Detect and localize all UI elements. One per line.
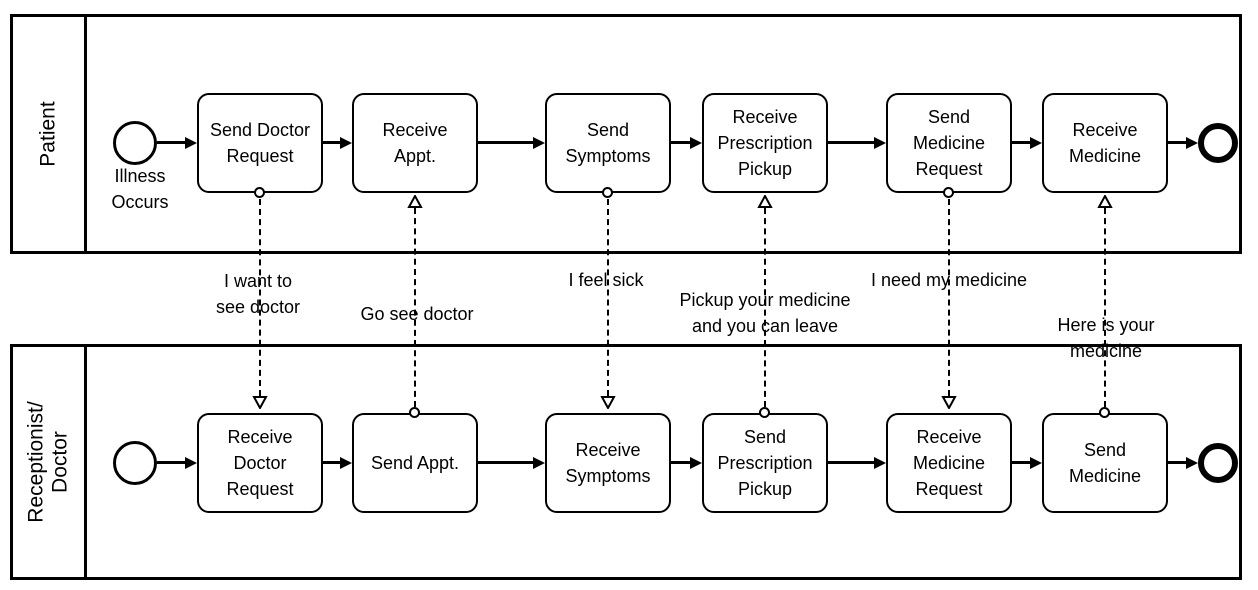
start-event-patient (113, 121, 157, 165)
message-flow-source-marker (409, 407, 420, 418)
task-receive-prescription-pickup: Receive Prescription Pickup (702, 93, 828, 193)
message-flow-label: Pickup your medicine and you can leave (679, 290, 851, 336)
start-event-receptionist-doctor (113, 441, 157, 485)
message-flow-line-need-medicine (948, 199, 950, 396)
message-flow-source-marker (602, 187, 613, 198)
sequence-flow-arrow (323, 456, 352, 469)
task-send-prescription-pickup: Send Prescription Pickup (702, 413, 828, 513)
message-flow-source-marker (1099, 407, 1110, 418)
sequence-flow-arrow (323, 136, 352, 149)
task-send-symptoms: Send Symptoms (545, 93, 671, 193)
message-flow-line-i-feel-sick (607, 199, 609, 396)
sequence-flow-arrow (828, 456, 886, 469)
message-flow-label: I feel sick (568, 270, 644, 290)
start-event-patient-label: Illness Occurs (111, 166, 169, 212)
lane-label-receptionist-doctor: Receptionist/ Doctor (24, 401, 72, 523)
sequence-flow-arrow (157, 456, 197, 469)
lane-header-patient: Patient (13, 17, 87, 251)
sequence-flow-arrow (157, 136, 197, 149)
message-flow-arrowhead-up-icon (1097, 195, 1113, 208)
sequence-flow-arrow (1168, 136, 1198, 149)
message-flow-source-marker (943, 187, 954, 198)
message-flow-line-want-to-see-doctor (259, 199, 261, 396)
message-flow-arrowhead-up-icon (757, 195, 773, 208)
sequence-flow-arrow (671, 136, 702, 149)
pool-patient: Patient (10, 14, 1242, 254)
lane-header-receptionist-doctor: Receptionist/ Doctor (13, 347, 87, 577)
task-receive-doctor-request: Receive Doctor Request (197, 413, 323, 513)
message-flow-arrowhead-up-icon (407, 195, 423, 208)
sequence-flow-arrow (671, 456, 702, 469)
sequence-flow-arrow (1012, 456, 1042, 469)
message-flow-arrowhead-down-icon (600, 396, 616, 409)
pool-receptionist-doctor: Receptionist/ Doctor (10, 344, 1242, 580)
task-send-medicine: Send Medicine (1042, 413, 1168, 513)
task-send-appt: Send Appt. (352, 413, 478, 513)
sequence-flow-arrow (1168, 456, 1198, 469)
task-receive-medicine-request: Receive Medicine Request (886, 413, 1012, 513)
message-flow-label: I need my medicine (870, 270, 1028, 290)
message-flow-arrowhead-down-icon (252, 396, 268, 409)
end-event-patient (1198, 123, 1238, 163)
message-flow-source-marker (759, 407, 770, 418)
task-send-doctor-request: Send Doctor Request (197, 93, 323, 193)
message-flow-source-marker (254, 187, 265, 198)
sequence-flow-arrow (1012, 136, 1042, 149)
message-flow-arrowhead-down-icon (941, 396, 957, 409)
message-flow-label: Go see doctor (360, 304, 474, 324)
message-flow-line-go-see-doctor (414, 208, 416, 407)
task-receive-symptoms: Receive Symptoms (545, 413, 671, 513)
task-receive-medicine: Receive Medicine (1042, 93, 1168, 193)
message-flow-label: I want to see doctor (215, 271, 301, 317)
message-flow-line-pickup-medicine (764, 208, 766, 407)
sequence-flow-arrow (478, 136, 545, 149)
end-event-receptionist-doctor (1198, 443, 1238, 483)
message-flow-line-here-is-medicine (1104, 208, 1106, 407)
sequence-flow-arrow (478, 456, 545, 469)
lane-label-patient: Patient (36, 101, 60, 167)
task-send-medicine-request: Send Medicine Request (886, 93, 1012, 193)
task-receive-appt: Receive Appt. (352, 93, 478, 193)
message-flow-label: Here is your medicine (1057, 315, 1155, 361)
sequence-flow-arrow (828, 136, 886, 149)
